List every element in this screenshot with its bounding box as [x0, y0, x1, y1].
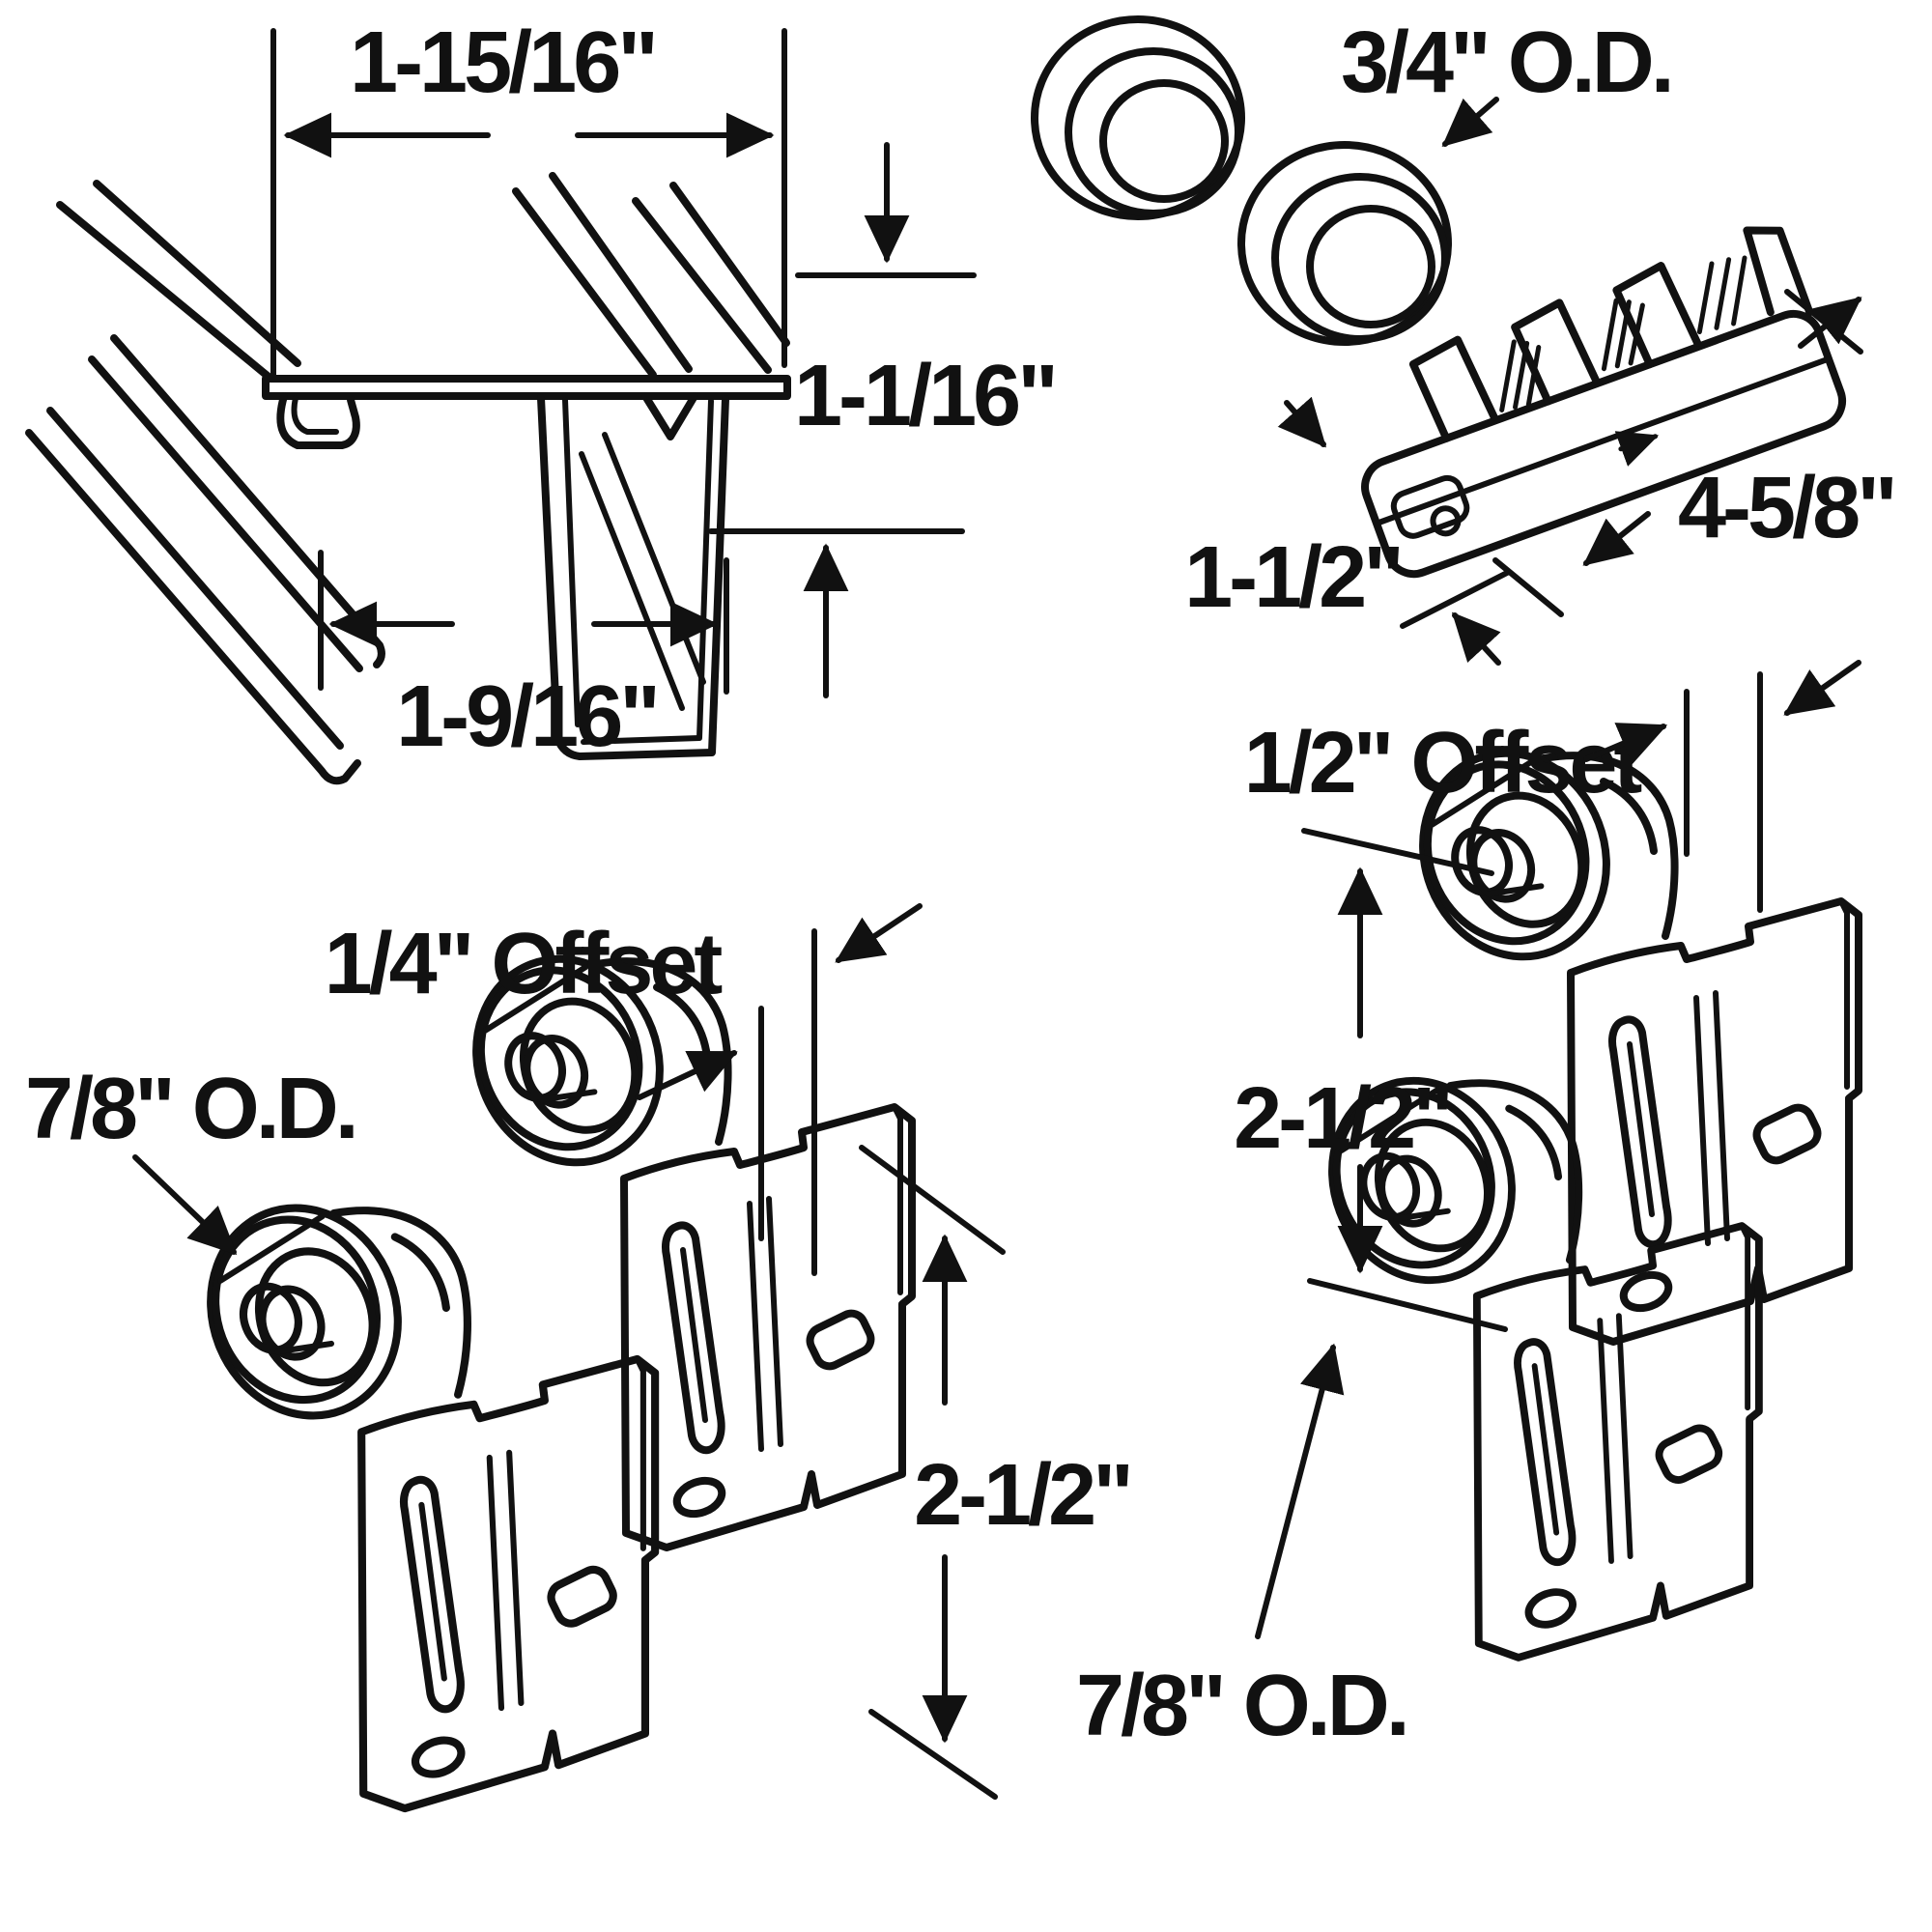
- dim-left-offset: 1/4" Offset: [325, 903, 923, 1276]
- dimension-label-left-wheel-od: 7/8" O.D.: [25, 1061, 355, 1157]
- dim-guide-depth: 1-1/2": [1184, 396, 1512, 666]
- dimension-label-left-height: 2-1/2": [914, 1447, 1130, 1544]
- dimension-label-guide-depth: 1-1/2": [1184, 529, 1401, 626]
- dimension-label-right-wheel-od: 7/8" O.D.: [1076, 1658, 1406, 1754]
- dim-left-height: 2-1/2": [859, 1145, 1134, 1800]
- roller-bracket: [181, 1180, 655, 1808]
- dimension-label-right-offset: 1/2" Offset: [1244, 715, 1642, 811]
- dim-right-wheel-od: 7/8" O.D.: [1076, 1343, 1410, 1754]
- track-cross-section: 1-15/16" 1-1/16" 1-9/16": [25, 14, 1059, 785]
- roller-bracket: [447, 932, 912, 1548]
- dimension-label-pull-od: 3/4" O.D.: [1341, 14, 1671, 111]
- dimension-label-left-offset: 1/4" Offset: [325, 916, 723, 1012]
- guide-screw-hole: [1430, 505, 1462, 537]
- dimension-label-track-height: 1-1/16": [794, 348, 1055, 444]
- dimension-label-track-bottom-width: 1-9/16": [396, 668, 657, 765]
- left-roller-group: 7/8" O.D. 1/4" Offset 2-1/2": [25, 903, 1134, 1808]
- dimension-label-track-top-width: 1-15/16": [350, 14, 655, 111]
- dimension-label-guide-length: 4-5/8": [1678, 460, 1894, 556]
- dim-right-height: 2-1/2": [1234, 828, 1508, 1332]
- finger-pull-ring: [1237, 141, 1452, 346]
- dim-track-top-width: 1-15/16": [270, 14, 787, 378]
- guide-front-marker: [1614, 431, 1660, 467]
- dim-left-wheel-od: 7/8" O.D.: [25, 1061, 359, 1256]
- pull-od-arrow: [1441, 97, 1499, 147]
- finger-pulls: 3/4" O.D.: [1031, 14, 1675, 346]
- dim-track-bottom-width: 1-9/16": [318, 550, 729, 765]
- dimension-label-right-height: 2-1/2": [1234, 1070, 1450, 1167]
- dim-right-offset: 1/2" Offset: [1244, 660, 1861, 913]
- dim-guide-length: 4-5/8": [1492, 289, 1898, 617]
- floor-guide: 1-1/2" 4-5/8": [1184, 226, 1898, 666]
- finger-pull-ring: [1031, 15, 1245, 220]
- guide-slot: [1390, 474, 1470, 539]
- right-roller-group: 1/2" Offset 2-1/2" 7/8" O.D.: [1076, 660, 1861, 1754]
- dim-track-height: 1-1/16": [708, 142, 1059, 698]
